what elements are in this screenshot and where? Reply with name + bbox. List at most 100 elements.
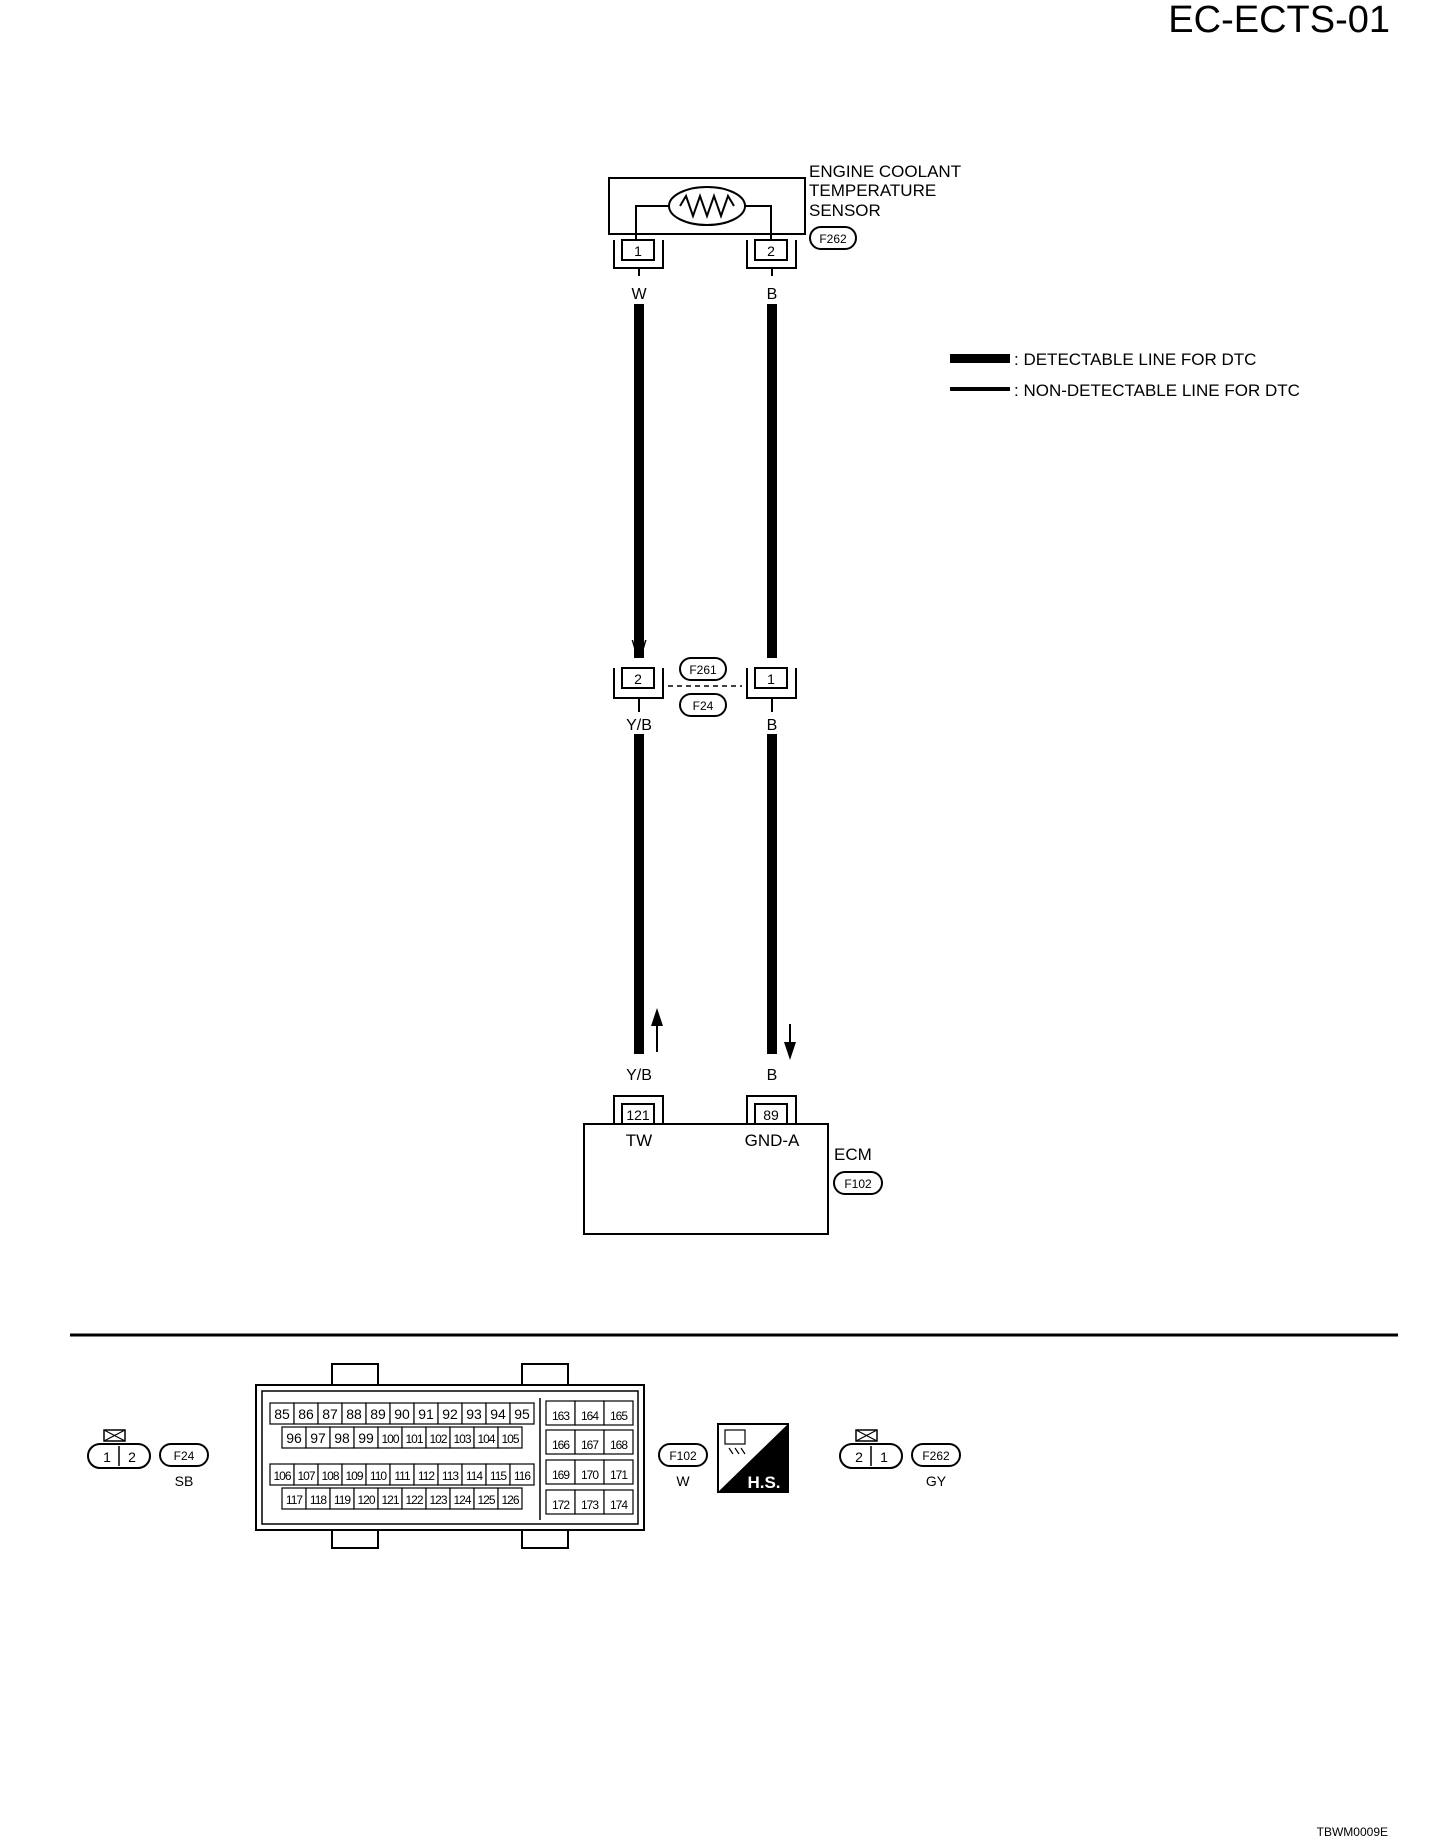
f102-terminal-label: 163 [552, 1409, 570, 1423]
sensor-pin-1-label: 1 [634, 243, 642, 259]
f102-terminal-label: 99 [358, 1430, 374, 1446]
wire-w-upper [634, 304, 644, 658]
f102-terminal-label: 104 [477, 1432, 495, 1446]
f102-terminal-label: 119 [334, 1493, 351, 1507]
page-title: EC-ECTS-01 [1168, 0, 1390, 41]
f102-terminal-label: 122 [405, 1493, 423, 1507]
hs-label: H.S. [747, 1473, 780, 1492]
junction-pin-right-label: 1 [767, 671, 775, 687]
resistor-zigzag [679, 192, 735, 220]
junction-pin-left [621, 667, 655, 689]
f102-terminal-174 [603, 1489, 634, 1515]
f102-terminal-label: 88 [346, 1406, 362, 1422]
wire-color-left-top: W [631, 286, 647, 303]
f262-pin-2: 2 [855, 1449, 863, 1465]
legend-thin-line [950, 387, 1010, 391]
f102-terminal-label: 121 [381, 1493, 399, 1507]
f102-terminal-label: 125 [477, 1493, 495, 1507]
f102-terminal-label: 169 [552, 1468, 570, 1482]
junction-connector-badge-b [679, 693, 727, 717]
f102-terminal-label: 94 [490, 1406, 506, 1422]
wire-b-upper [767, 304, 777, 658]
f262-pin-1: 1 [880, 1449, 888, 1465]
sensor-label-line-1: ENGINE COOLANT [809, 162, 961, 181]
f102-terminal-label: 96 [286, 1430, 302, 1446]
hs-badge: H.S. [717, 1423, 789, 1493]
ecm-connector-code: F102 [844, 1177, 872, 1191]
wire-color-right-top: B [767, 286, 778, 303]
f102-terminal-label: 86 [298, 1406, 314, 1422]
f102-terminal-171 [603, 1459, 634, 1485]
wire-yb-lower [634, 734, 644, 1054]
f262-code: F262 [922, 1449, 950, 1463]
f102-terminal-172 [545, 1489, 576, 1515]
hs-badge-black-triangle [718, 1424, 788, 1492]
legend-detectable: : DETECTABLE LINE FOR DTC [1014, 350, 1256, 369]
f102-terminal-label: 97 [310, 1430, 326, 1446]
ecm-label: ECM [834, 1145, 872, 1164]
f102-terminal-label: 95 [514, 1406, 530, 1422]
f102-terminal-label: 105 [501, 1432, 519, 1446]
footer-code: TBWM0009E [1317, 1825, 1388, 1839]
f102-terminal-label: 112 [418, 1469, 435, 1483]
sensor-body [608, 177, 806, 235]
wire-color-left-bottom: Y/B [626, 1067, 652, 1084]
junction-pin-right [754, 667, 788, 689]
f102-terminal-label: 108 [321, 1469, 339, 1483]
f102-terminal-label: 165 [610, 1409, 628, 1423]
f102-terminal-label: 100 [381, 1432, 399, 1446]
f102-terminal-label: 107 [297, 1469, 315, 1483]
junction-pin-left-label: 2 [634, 671, 642, 687]
f24-color: SB [175, 1473, 194, 1489]
f102-terminal-126 [497, 1487, 523, 1510]
f102-terminal-164 [574, 1400, 605, 1426]
f102-terminal-label: 164 [581, 1409, 599, 1423]
connector-view-f24: 1 2 F24 SB [87, 1429, 209, 1489]
f102-terminal-169 [545, 1459, 576, 1485]
f102-terminal-167 [574, 1429, 605, 1455]
ecm-block: 121 89 TW GND-A ECM F102 [583, 1095, 883, 1235]
f102-terminal-label: 87 [322, 1406, 338, 1422]
f102-terminal-116 [509, 1463, 535, 1486]
f102-terminal-label: 85 [274, 1406, 290, 1422]
f102-terminal-168 [603, 1429, 634, 1455]
f102-terminal-label: 173 [581, 1498, 599, 1512]
f102-terminal-label: 93 [466, 1406, 482, 1422]
sensor-pin-1 [621, 239, 655, 261]
connector-icon [724, 1429, 746, 1445]
f102-terminal-label: 174 [610, 1498, 628, 1512]
junction-connector-code-b: F24 [693, 699, 714, 713]
ecm-pin-121-label: 121 [626, 1107, 650, 1123]
ecm-connector-badge [833, 1171, 883, 1195]
f102-terminal-170 [574, 1459, 605, 1485]
f102-terminal-166 [545, 1429, 576, 1455]
arrow-up-icon [651, 1008, 663, 1026]
f102-terminal-label: 113 [442, 1469, 459, 1483]
ecm-pin-89-label: 89 [763, 1107, 779, 1123]
f102-terminal-105 [497, 1426, 523, 1449]
legend-thick-line [950, 354, 1010, 363]
f102-terminal-label: 171 [610, 1468, 628, 1482]
f102-terminal-label: 103 [453, 1432, 471, 1446]
ecm-signal-gnd: GND-A [745, 1131, 800, 1150]
sensor-connector-code: F262 [819, 232, 847, 246]
junction-connector-badge-a [679, 657, 727, 681]
wire-color-left-mid-below: Y/B [626, 717, 652, 734]
sensor-connector-badge [809, 226, 857, 250]
f102-terminal-label: 101 [405, 1432, 423, 1446]
f102-terminal-label: 89 [370, 1406, 386, 1422]
f24-code: F24 [174, 1449, 195, 1463]
f102-terminal-label: 120 [357, 1493, 375, 1507]
f102-terminal-label: 166 [552, 1438, 570, 1452]
f102-terminal-label: 123 [429, 1493, 447, 1507]
wire-b-lower [767, 734, 777, 1054]
f102-terminal-label: 110 [370, 1469, 387, 1483]
sensor-label-line-3: SENSOR [809, 201, 881, 220]
f102-terminal-label: 114 [466, 1469, 483, 1483]
ecm-signal-tw: TW [626, 1131, 652, 1150]
f102-terminal-95 [509, 1402, 535, 1425]
f102-terminal-label: 111 [394, 1469, 411, 1483]
f102-terminal-label: 115 [490, 1469, 507, 1483]
f262-color: GY [926, 1473, 947, 1489]
